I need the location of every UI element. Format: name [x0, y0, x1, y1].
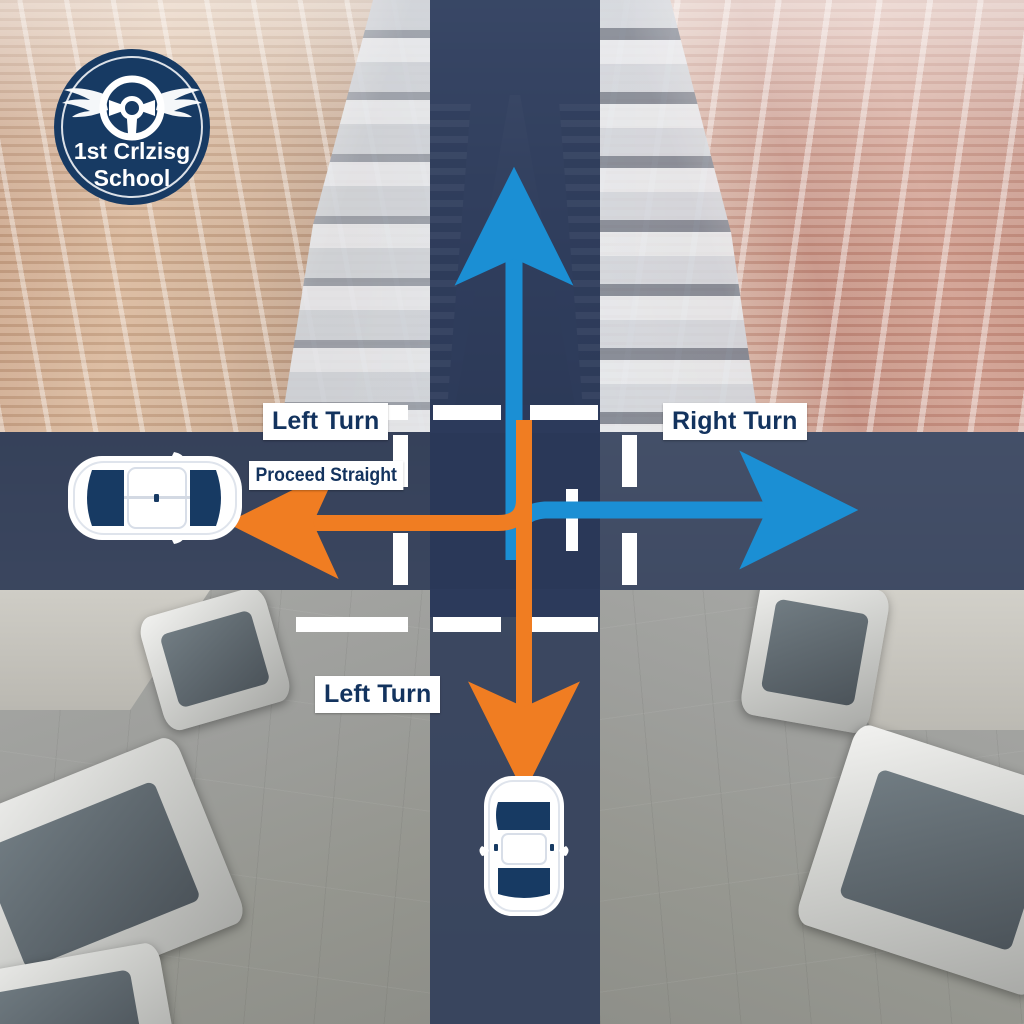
label-right-turn: Right Turn	[663, 403, 807, 440]
center-line-top	[566, 489, 578, 551]
steering-wheel-icon	[99, 75, 165, 141]
photo-bottom-left	[0, 590, 430, 1024]
car-top-view-icon-west	[68, 452, 242, 544]
crosswalk-stripe-n-right	[530, 405, 598, 420]
brand-line1: 1st Crlzisg	[74, 138, 190, 164]
crosswalk-stripe-n-left	[433, 405, 501, 420]
label-left-turn-lower: Left Turn	[315, 676, 441, 713]
crosswalk-stripe-w-bottom	[393, 533, 408, 585]
photo-top-left	[0, 0, 430, 432]
wing-icon	[62, 88, 202, 118]
junction-corner-sw	[430, 589, 600, 617]
photo-bottom-right	[600, 590, 1024, 1024]
photo-top-right	[600, 0, 1024, 432]
brand-logo[interactable]: 1st Crlzisg School	[52, 48, 212, 206]
crosswalk-stripe-e-bottom	[622, 533, 637, 585]
crosswalk-stripe-e-outer	[622, 435, 637, 487]
crosswalk-stripe-s-right	[530, 617, 598, 632]
label-proceed-straight: Proceed Straight	[249, 461, 404, 490]
crosswalk-stripe-s-outer-left	[296, 617, 408, 632]
car-top-view-icon-south	[479, 776, 569, 916]
brand-line2: School	[94, 165, 171, 191]
label-left-turn-upper: Left Turn	[263, 403, 389, 440]
crosswalk-stripe-s-left	[433, 617, 501, 632]
